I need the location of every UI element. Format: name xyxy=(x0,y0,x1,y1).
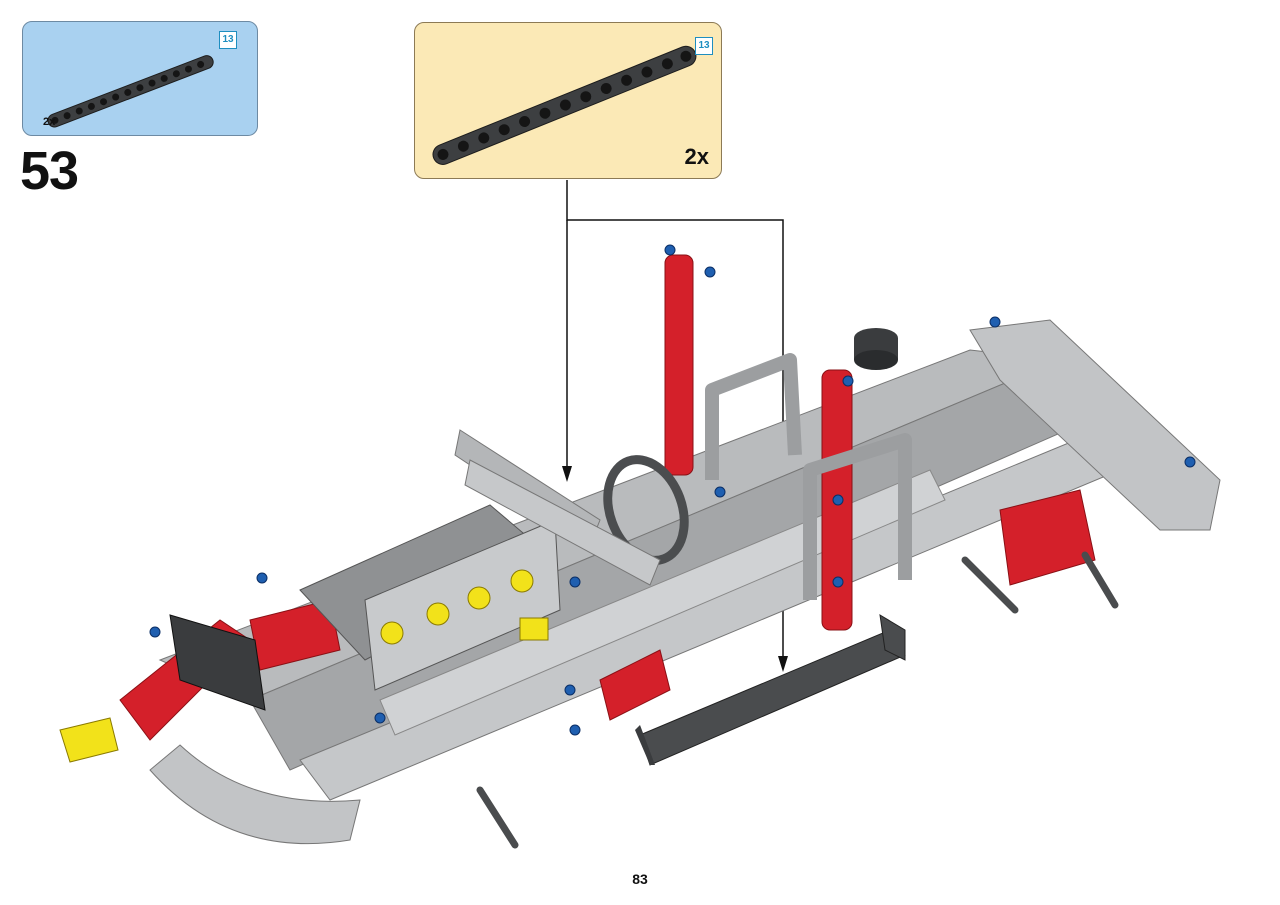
placed-liftarm-beam xyxy=(635,614,906,766)
front-bumper xyxy=(149,744,361,845)
length-badge: 13 xyxy=(695,37,713,55)
engine-block xyxy=(299,504,561,691)
step-number: 53 xyxy=(20,141,79,201)
steering-wheel-icon xyxy=(603,455,689,565)
part-quantity: 2x xyxy=(43,116,56,128)
liftarm-beam-13-icon xyxy=(47,55,214,128)
tow-hook xyxy=(59,717,119,763)
page-number: 83 xyxy=(632,871,648,887)
arrow-head-icon xyxy=(562,466,572,482)
blue-pins xyxy=(149,244,1196,736)
rear-frame xyxy=(969,319,1221,531)
red-uprights xyxy=(119,254,1096,741)
grey-frames xyxy=(705,353,912,600)
length-badge: 13 xyxy=(219,31,237,49)
parts-list-box: 13 2x xyxy=(22,21,258,136)
arrow-head-icon xyxy=(778,656,788,672)
part-quantity: 2x xyxy=(684,144,709,169)
radiator xyxy=(169,614,266,711)
axles xyxy=(476,551,1119,849)
callout-box: 13 2x xyxy=(414,22,722,179)
